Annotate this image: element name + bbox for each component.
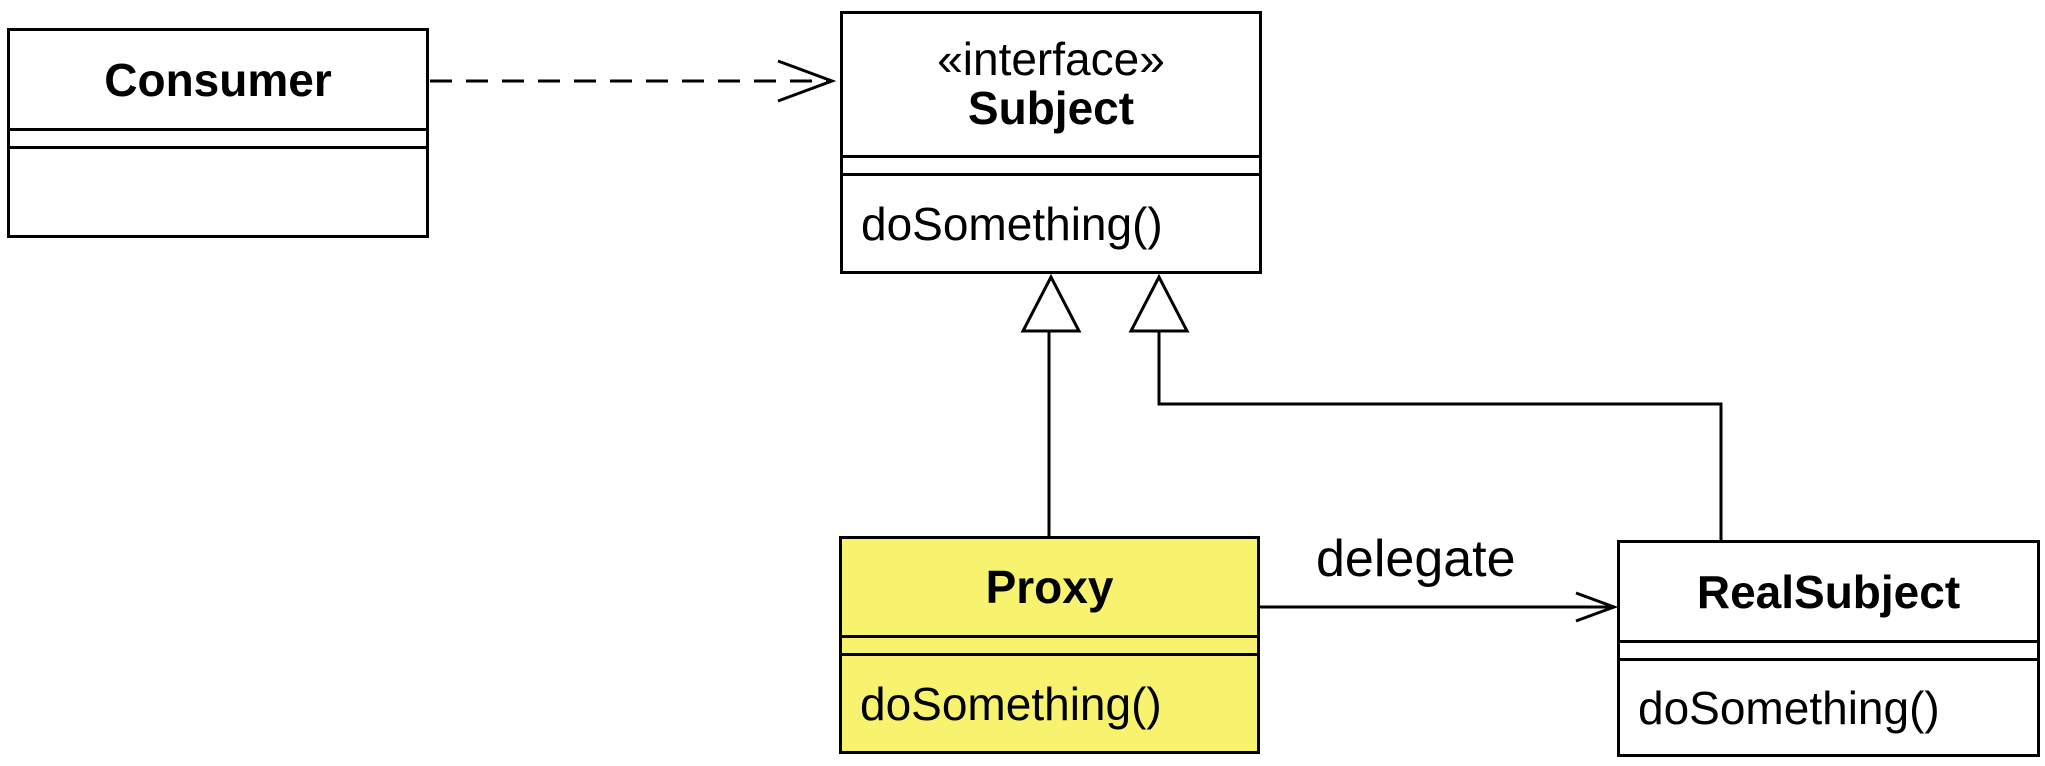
- dependency-consumer-subject: [430, 59, 837, 103]
- class-name: Proxy: [985, 561, 1114, 613]
- class-realsubject-name-section: RealSubject: [1620, 543, 2037, 640]
- realization-proxy-subject: [1020, 273, 1082, 536]
- class-subject-name-section: «interface» Subject: [843, 14, 1259, 155]
- class-proxy-operations: doSomething(): [842, 656, 1257, 751]
- class-proxy-attributes: [842, 635, 1257, 656]
- class-proxy[interactable]: Proxy doSomething(): [839, 536, 1260, 754]
- class-realsubject[interactable]: RealSubject doSomething(): [1617, 540, 2040, 757]
- class-consumer-name-section: Consumer: [10, 31, 426, 128]
- association-proxy-realsubject: [1259, 591, 1619, 623]
- class-consumer[interactable]: Consumer: [7, 28, 429, 238]
- class-name: Consumer: [104, 53, 332, 106]
- class-realsubject-attributes: [1620, 640, 2037, 661]
- class-name: RealSubject: [1696, 565, 1961, 618]
- operation-label: doSomething(): [860, 677, 1162, 730]
- operation-label: doSomething(): [861, 197, 1163, 250]
- class-subject[interactable]: «interface» Subject doSomething(): [840, 11, 1262, 274]
- delegate-label: delegate: [1316, 530, 1516, 588]
- class-consumer-operations: [10, 149, 426, 235]
- class-proxy-name-section: Proxy: [842, 539, 1257, 635]
- class-subject-attributes: [843, 155, 1259, 176]
- stereotype-label: «interface»: [937, 32, 1165, 85]
- class-subject-operations: doSomething(): [843, 176, 1259, 271]
- class-name: Subject: [967, 81, 1135, 134]
- operation-label: doSomething(): [1638, 681, 1940, 734]
- realization-realsubject-subject: [1128, 273, 1723, 540]
- class-realsubject-operations: doSomething(): [1620, 661, 2037, 754]
- class-consumer-attributes: [10, 128, 426, 149]
